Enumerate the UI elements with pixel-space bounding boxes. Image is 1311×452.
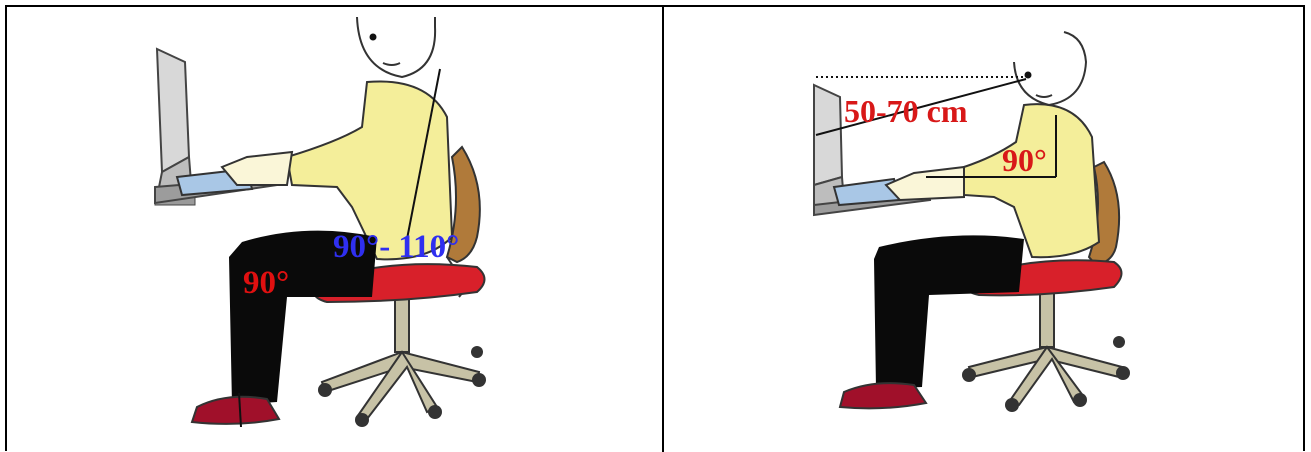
arm-right [886,167,964,200]
head-left [357,17,435,77]
torso-shirt-right [964,104,1099,257]
shoe-left [192,397,279,424]
right-illustration [664,7,1303,452]
arm-left [222,152,292,185]
viewing-distance-label: 50-70 cm [844,93,968,130]
head-right [1014,32,1086,105]
right-panel-posture-diagram: 50-70 cm 90° [664,7,1303,452]
shoe-right [840,383,926,408]
left-panel-posture-diagram: 90°- 110° 90° [7,7,662,452]
seat-angle-label: 90°- 110° [333,229,459,266]
elbow-angle-label: 90° [1002,142,1047,179]
knee-angle-label: 90° [243,265,289,302]
